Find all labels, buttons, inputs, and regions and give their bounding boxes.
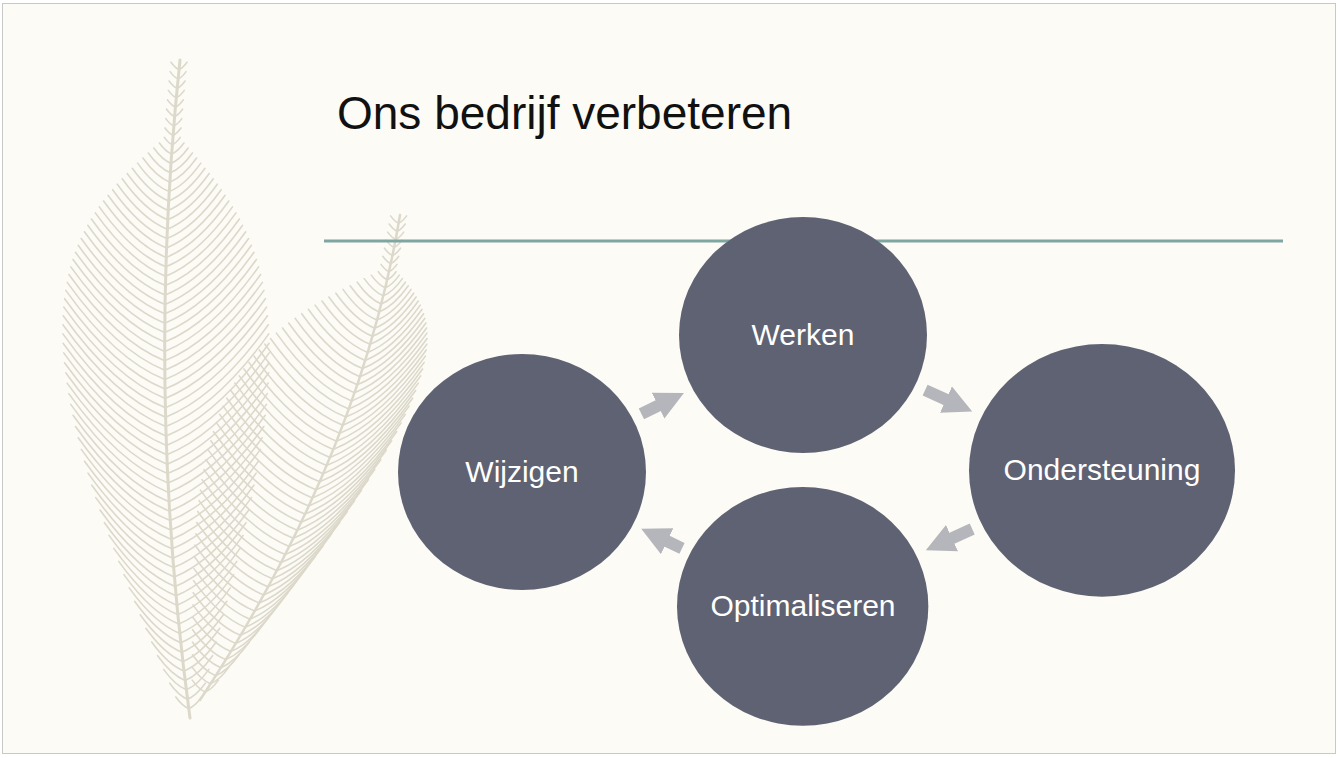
cycle-arrow — [641, 399, 671, 414]
node-label: Ondersteuning — [1004, 453, 1201, 487]
process-circle: Werken — [679, 217, 927, 453]
node-label: Wijzigen — [465, 455, 578, 489]
slide-title: Ons bedrijf verbeteren — [337, 86, 792, 140]
process-circle: Optimaliseren — [677, 487, 928, 726]
node-label: Optimaliseren — [710, 589, 895, 623]
process-circle: Ondersteuning — [969, 344, 1235, 597]
process-circle: Wijzigen — [398, 354, 646, 590]
cycle-arrow — [925, 390, 959, 405]
cycle-arrow — [939, 529, 972, 544]
node-label: Werken — [752, 318, 855, 352]
cycle-arrow — [654, 535, 682, 548]
